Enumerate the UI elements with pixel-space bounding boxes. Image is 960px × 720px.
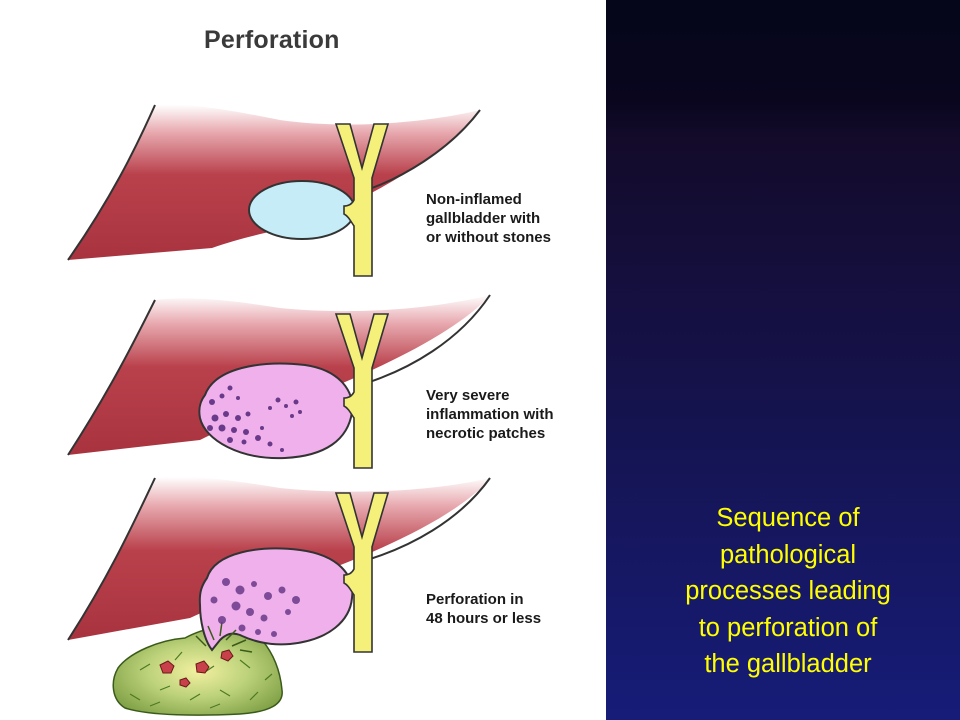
stage-2-illustration: [67, 294, 491, 469]
stage-1-label-line: gallbladder with: [426, 210, 541, 227]
stage-3-label-line: 48 hours or less: [426, 610, 542, 627]
figure-title: Perforation: [204, 26, 340, 54]
liver-edge-top-3: [359, 477, 491, 563]
caption-line: pathological: [719, 540, 857, 569]
bile-duct-1: [334, 123, 390, 277]
caption-line: processes leading: [685, 577, 891, 605]
spread-spikes: [195, 621, 253, 653]
caption-line: Sequence of: [716, 504, 860, 532]
liver-edge-top-2: [359, 294, 491, 386]
perforation-diagram: [67, 104, 491, 716]
stage-3-label-line: Perforation in: [426, 591, 524, 608]
caption-line: the gallbladder: [704, 650, 872, 678]
stage-2-label-line: inflammation with: [426, 406, 554, 423]
stage-1-illustration: [67, 104, 481, 277]
stage-2-label-line: Very severe: [426, 387, 510, 404]
normal-gallbladder: [248, 180, 356, 240]
stage-3-label: Perforation in 48 hours or less: [426, 590, 541, 628]
stage-1-label-line: or without stones: [426, 229, 551, 246]
necrotic-patches-3: [210, 578, 300, 637]
stage-2-label-line: necrotic patches: [426, 425, 546, 442]
bile-duct-2: [334, 313, 390, 469]
stage-3-illustration: [67, 476, 491, 716]
slide-caption: Sequence of pathological processes leadi…: [630, 500, 946, 683]
stage-1-label-line: Non-inflamed: [426, 191, 522, 208]
liver-1: [68, 104, 480, 260]
liver-edge-2: [67, 299, 156, 456]
caption-panel: [606, 0, 960, 720]
necrotic-patches-2: [207, 385, 302, 452]
stage-2-label: Very severe inflammation with necrotic p…: [426, 386, 554, 443]
liver-edge-3: [67, 477, 156, 641]
caption-line: to perforation of: [698, 613, 878, 642]
liver-edge-1: [67, 104, 156, 261]
stage-1-label: Non-inflamed gallbladder with or without…: [426, 190, 551, 247]
liver-edge-top-1: [359, 109, 481, 193]
inflamed-gallbladder: [198, 362, 354, 460]
perforated-gallbladder: [198, 547, 354, 652]
bile-duct-3: [334, 492, 390, 653]
abscess-nodules: [159, 649, 234, 688]
abscess-texture: [129, 651, 273, 709]
